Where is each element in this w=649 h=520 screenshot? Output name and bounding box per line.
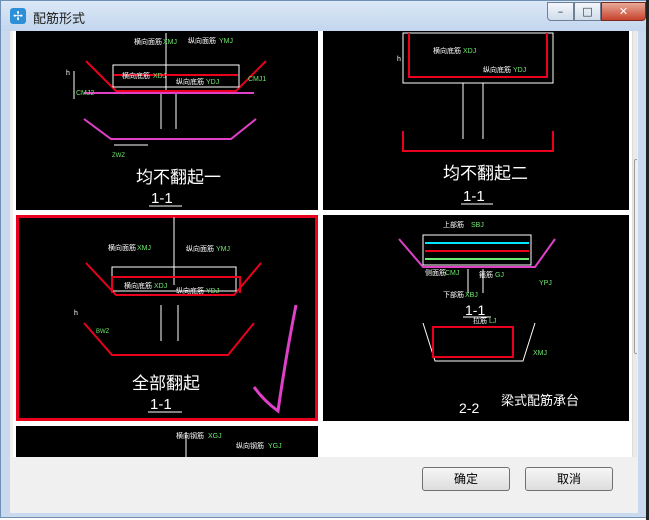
opt4-code-side: CMJ xyxy=(445,270,459,277)
opt4-xmj: XMJ xyxy=(533,350,547,357)
option-gallery[interactable]: 横向面筋 XMJ 纵向面筋 YMJ 横向底筋 XDJ 纵向底筋 YDJ CMJ2… xyxy=(13,31,637,457)
opt1-label-top: 横向面筋 xyxy=(134,37,162,46)
maximize-button[interactable]: □ xyxy=(574,2,601,21)
option-1-drawing: 横向面筋 XMJ 纵向面筋 YMJ 横向底筋 XDJ 纵向底筋 YDJ CMJ2… xyxy=(66,33,267,207)
opt1-h: h xyxy=(66,70,70,77)
option-1-section: 1-1 xyxy=(151,190,173,207)
scrollbar-thumb[interactable]: ≡ xyxy=(634,159,637,354)
option-2-section: 1-1 xyxy=(463,188,485,205)
opt1-zwz: ZWZ xyxy=(112,153,125,159)
option-tile-1[interactable]: 横向面筋 XMJ 纵向面筋 YMJ 横向底筋 XDJ 纵向底筋 YDJ CMJ2… xyxy=(16,31,318,210)
opt1-label-bottom2: 纵向底筋 xyxy=(176,77,204,86)
opt2-label-bottom: 横向底筋 xyxy=(433,46,461,55)
opt3-code-top: XMJ xyxy=(137,245,151,252)
dialog-client-area: 横向面筋 XMJ 纵向面筋 YMJ 横向底筋 XDJ 纵向底筋 YDJ CMJ2… xyxy=(10,31,638,513)
opt3-label-bottom: 横向底筋 xyxy=(124,281,152,290)
opt1-code-vert: YMJ xyxy=(219,38,233,45)
opt1-code-bottom2: YDJ xyxy=(206,79,219,86)
option-2-caption: 均不翻起二 xyxy=(443,164,528,183)
opt1-code-side: CMJ2 xyxy=(76,90,94,97)
option-4-caption: 梁式配筋承台 xyxy=(501,393,579,408)
opt1-code-bottom: XDJ xyxy=(153,73,166,80)
option-5-drawing: 横向钢筋 XGJ 纵向钢筋 YGJ xyxy=(176,431,282,457)
cancel-button[interactable]: 取消 xyxy=(525,467,613,491)
opt1-code-top: XMJ xyxy=(163,39,177,46)
option-tile-3-selected[interactable]: 横向面筋 XMJ 纵向面筋 YMJ 横向底筋 XDJ 纵向底筋 YDJ h BW… xyxy=(16,215,318,421)
opt4-label-side: 侧面筋 xyxy=(425,268,446,277)
minimize-button[interactable]: – xyxy=(547,2,574,21)
opt5-code-top: XGJ xyxy=(208,433,222,440)
option-4-section-2: 2-2 xyxy=(459,400,479,416)
opt4-ypj: YPJ xyxy=(539,280,552,287)
opt1-label-vert: 纵向面筋 xyxy=(188,36,216,45)
scroll-down-arrow-icon[interactable]: ▼ xyxy=(633,440,637,457)
option-3-drawing: 横向面筋 XMJ 纵向面筋 YMJ 横向底筋 XDJ 纵向底筋 YDJ h BW… xyxy=(74,217,298,414)
opt2-h: h xyxy=(397,56,401,63)
opt4-label-bot: 下部筋 xyxy=(443,290,464,299)
opt4-label-stir: 箍筋 xyxy=(479,270,493,279)
opt2-label-bottom2: 纵向底筋 xyxy=(483,65,511,74)
opt1-label-bottom: 横向底筋 xyxy=(122,71,150,80)
opt5-label-top: 横向钢筋 xyxy=(176,431,204,440)
opt4-code-bot: XBJ xyxy=(465,292,478,299)
scroll-up-arrow-icon[interactable]: ▲ xyxy=(633,31,637,48)
option-2-drawing: 横向底筋 XDJ 纵向底筋 YDJ h 均不翻起二 1-1 xyxy=(397,32,554,205)
vertical-scrollbar[interactable]: ▲ ≡ ▼ xyxy=(632,31,637,457)
opt4-code-top: SBJ xyxy=(471,222,484,229)
option-tile-5[interactable]: 横向钢筋 XGJ 纵向钢筋 YGJ xyxy=(16,426,318,457)
option-3-caption: 全部翻起 xyxy=(132,374,200,393)
option-3-section: 1-1 xyxy=(150,396,172,413)
opt5-code-vert: YGJ xyxy=(268,443,282,450)
opt3-bwz: BWZ xyxy=(96,329,110,335)
opt4-code-stir: GJ xyxy=(495,272,504,279)
close-button[interactable]: ✕ xyxy=(601,2,646,21)
opt3-label-vert: 纵向面筋 xyxy=(186,244,214,253)
option-tile-2[interactable]: 横向底筋 XDJ 纵向底筋 YDJ h 均不翻起二 1-1 xyxy=(323,31,629,210)
opt4-code-tie: LJ xyxy=(489,318,496,325)
option-tile-4[interactable]: 上部筋 SBJ 侧面筋 CMJ 箍筋 GJ 下部筋 XBJ YPJ 拉筋 LJ … xyxy=(323,215,629,421)
option-4-drawing: 上部筋 SBJ 侧面筋 CMJ 箍筋 GJ 下部筋 XBJ YPJ 拉筋 LJ … xyxy=(398,220,579,416)
app-icon: ✢ xyxy=(10,8,26,24)
opt2-code-bottom2: YDJ xyxy=(513,67,526,74)
option-4-section-1: 1-1 xyxy=(465,302,485,318)
opt4-label-top: 上部筋 xyxy=(443,220,464,229)
opt5-label-vert: 纵向钢筋 xyxy=(236,441,264,450)
opt3-code-bottom: XDJ xyxy=(154,283,167,290)
title-bar[interactable]: ✢ 配筋形式 – □ ✕ xyxy=(1,1,646,31)
opt3-code-bottom2: YDJ xyxy=(206,288,219,295)
option-1-caption: 均不翻起一 xyxy=(136,168,221,187)
opt2-code-bottom: XDJ xyxy=(463,48,476,55)
opt3-code-vert: YMJ xyxy=(216,246,230,253)
ok-button[interactable]: 确定 xyxy=(422,467,510,491)
opt3-h: h xyxy=(74,310,78,317)
opt4-label-tie: 拉筋 xyxy=(473,316,487,325)
opt3-label-bottom2: 纵向底筋 xyxy=(176,286,204,295)
background-app-edge xyxy=(646,0,649,520)
opt3-label-top: 横向面筋 xyxy=(108,243,136,252)
opt1-code-side2: CMJ1 xyxy=(248,76,266,83)
window-title: 配筋形式 xyxy=(33,12,86,27)
